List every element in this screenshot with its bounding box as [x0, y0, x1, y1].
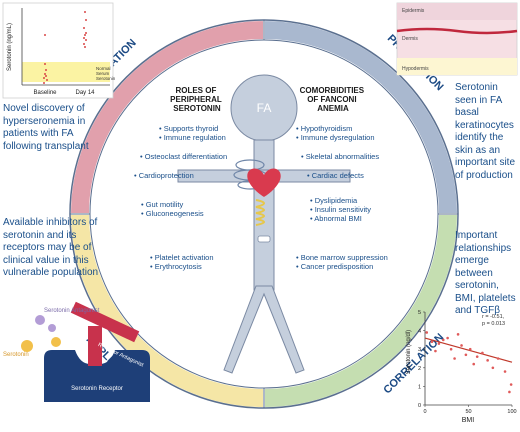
- scatter-ytick-label: 2: [418, 366, 421, 372]
- scatter-point: [509, 383, 513, 386]
- item-immune-dysregulation: • Immune dysregulation: [296, 133, 375, 142]
- scatter-point: [434, 349, 437, 353]
- scatter-point: [453, 357, 456, 360]
- item-osteoclast: • Osteoclast differentiation: [140, 152, 227, 161]
- item-dyslipidemia: • Dyslipidemia: [310, 196, 358, 205]
- scatter-point: [496, 357, 500, 360]
- item-gut-motility: • Gut motility: [141, 200, 183, 209]
- scatter-xtick-label: 100: [507, 409, 516, 415]
- fa-body-figure: FA: [177, 74, 351, 374]
- scatter-point: [425, 331, 429, 334]
- item-cardioprotection: • Cardioprotection: [134, 171, 194, 180]
- scatter-point: [468, 347, 472, 351]
- scatter-xtick-label: 50: [465, 409, 471, 415]
- scatter-point: [437, 342, 441, 345]
- note-bottom-left: Available inhibitors of serotonin and it…: [3, 217, 99, 278]
- scatter-point: [430, 340, 434, 344]
- scatter-xlabel: BMI: [462, 417, 475, 424]
- scatter-point: [460, 344, 463, 347]
- skin-label-hypodermis: Hypodermis: [402, 66, 429, 72]
- item-gluconeogenesis: • Gluconeogenesis: [141, 209, 204, 218]
- serotonin-molecule-1: [21, 340, 33, 352]
- scatter-point: [446, 336, 449, 340]
- intestine-icon: [255, 199, 265, 226]
- item-hypothyroidism: • Hypothyroidism: [296, 124, 352, 133]
- note-top-right: Serotonin seen in FA basal keratinocytes…: [455, 82, 516, 181]
- scatter-ytick-label: 3: [418, 347, 421, 353]
- item-platelet-activation: • Platelet activation: [150, 253, 214, 262]
- scatter-point: [472, 362, 476, 366]
- receptor-antagonist-bar: [70, 301, 140, 343]
- scatter-ytick-label: 1: [418, 384, 421, 390]
- inset-ylabel: Serotonin (ng/mL): [7, 23, 13, 71]
- label-serotonin-receptor: Serotonin Receptor: [71, 386, 123, 392]
- scatter-point: [456, 333, 460, 336]
- receptor-antagonist-stem: [88, 326, 102, 366]
- scatter-point: [508, 390, 511, 394]
- inset-receptor-illustration: Serotonin Antagonist Serotonin Receptor …: [3, 301, 150, 402]
- scatter-ytick-label: 0: [418, 403, 421, 409]
- inset-band-label: Normal Serum Serotonin: [96, 66, 116, 81]
- receptor-shape: [44, 350, 150, 372]
- scatter-point: [481, 351, 484, 355]
- inset-serotonin-timecourse: Serotonin (ng/mL) Baseline Day 14 Normal…: [2, 2, 116, 99]
- scatter-point: [441, 338, 445, 342]
- scatter-xtick-label: 0: [423, 409, 426, 415]
- item-cardiac-defects: • Cardiac defects: [307, 171, 364, 180]
- item-skeletal: • Skeletal abnormalities: [301, 152, 379, 161]
- scatter-point: [491, 366, 495, 370]
- epidermis-layer: [397, 3, 517, 20]
- right-title: COMORBIDITIES OF FANCONI ANEMIA: [300, 86, 367, 113]
- scatter-point: [449, 347, 453, 351]
- basal-keratinocyte-line: [396, 27, 518, 35]
- item-abnormal-bmi: • Abnormal BMI: [310, 214, 362, 223]
- item-insulin-sensitivity: • Insulin sensitivity: [310, 205, 371, 214]
- item-supports-thyroid: • Supports thyroid: [159, 124, 218, 133]
- scatter-chart: Serotonin (ng/dl) BMI r = -0.51, p = 0.0…: [406, 310, 517, 424]
- head-label: FA: [257, 101, 272, 115]
- scatter-point: [486, 359, 489, 362]
- label-serotonin: Serotonin: [3, 352, 29, 358]
- item-bone-marrow: • Bone marrow suppression: [296, 253, 388, 262]
- scatter-point: [503, 370, 507, 373]
- left-items: • Supports thyroid • Immune regulation •…: [134, 124, 227, 271]
- scatter-point: [475, 355, 479, 358]
- serotonin-molecule-2: [51, 337, 61, 347]
- inset-xlabel-baseline: Baseline: [33, 90, 57, 96]
- scatter-annotation: r = -0.51, p = 0.013: [482, 314, 506, 327]
- antagonist-molecule-1: [35, 315, 45, 325]
- scatter-ylabel: Serotonin (ng/dl): [406, 330, 412, 374]
- scatter-point: [464, 353, 468, 357]
- bone-marker: [257, 235, 271, 243]
- inset-frame: [2, 2, 114, 99]
- item-cancer: • Cancer predisposition: [296, 262, 373, 271]
- inset-skin-section: Epidermis Dermis Hypodermis: [396, 2, 518, 76]
- label-serotonin-antagonist: Serotonin Antagonist: [44, 308, 100, 314]
- item-erythrocytosis: • Erythrocytosis: [150, 262, 202, 271]
- item-immune-regulation: • Immune regulation: [159, 133, 226, 142]
- scatter-ytick-label: 5: [418, 310, 421, 316]
- scatter-ytick-label: 4: [418, 329, 421, 335]
- heart-icon: [247, 168, 281, 197]
- body-legs: [223, 285, 305, 374]
- note-top-left: Novel discovery of hyperseronemia in pat…: [3, 103, 89, 152]
- left-title: ROLES OF PERIPHERAL SEROTONIN: [170, 86, 224, 113]
- skin-label-epidermis: Epidermis: [402, 8, 425, 14]
- receptor-base: [44, 372, 150, 402]
- right-items: • Hypothyroidism • Immune dysregulation …: [296, 124, 388, 271]
- note-bottom-right: Important relationships emerge between s…: [455, 230, 516, 316]
- inset-xlabel-day14: Day 14: [75, 90, 95, 96]
- inset-data-points: [43, 11, 87, 84]
- antagonist-molecule-2: [48, 324, 56, 332]
- skin-label-dermis: Dermis: [402, 36, 418, 42]
- hypodermis-layer: [397, 58, 517, 75]
